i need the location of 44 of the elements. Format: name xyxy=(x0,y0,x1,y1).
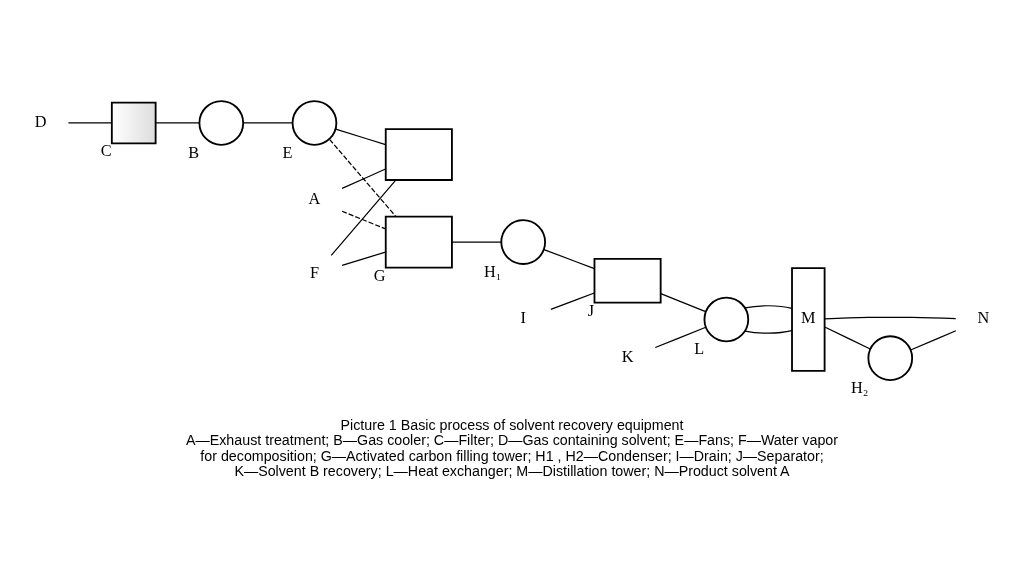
connector xyxy=(335,128,387,145)
node-circle xyxy=(198,99,245,146)
node-box xyxy=(384,215,453,268)
connector xyxy=(543,248,595,269)
node-text: N xyxy=(977,307,990,327)
connector xyxy=(330,179,397,256)
node-text: D xyxy=(34,111,47,131)
connector xyxy=(329,138,397,217)
connector xyxy=(744,304,793,309)
connector xyxy=(744,329,793,334)
node-label: C xyxy=(100,140,112,160)
connector xyxy=(550,291,595,310)
connector xyxy=(341,210,387,229)
node-label: L xyxy=(694,338,705,358)
node-circle xyxy=(291,99,338,146)
node-circle xyxy=(703,296,750,342)
node-label: H₁ xyxy=(483,261,502,281)
connector xyxy=(341,167,387,189)
connector xyxy=(242,121,294,124)
connector xyxy=(910,329,957,351)
node-box xyxy=(110,101,157,144)
connector xyxy=(341,250,387,266)
connector xyxy=(824,325,871,350)
node-text: K xyxy=(621,346,634,366)
connector xyxy=(824,316,957,319)
node-text: A xyxy=(308,188,321,208)
node-circle xyxy=(867,334,914,381)
diagram-title: Picture 1 Basic process of solvent recovery equipment xyxy=(340,416,684,433)
node-box: M xyxy=(791,266,826,372)
node-circle xyxy=(500,218,546,265)
node-label: G xyxy=(373,265,386,285)
connector xyxy=(660,292,707,312)
connector xyxy=(451,241,502,243)
connector xyxy=(155,121,200,124)
connector xyxy=(67,121,113,124)
node-label: B xyxy=(188,142,200,162)
node-text: I xyxy=(520,307,526,327)
node-label: J xyxy=(587,300,595,320)
node-box xyxy=(593,257,662,304)
node-label: E xyxy=(282,142,293,162)
node-box xyxy=(384,127,453,181)
node-label: H₂ xyxy=(851,377,869,397)
connector xyxy=(654,326,707,348)
node-text: F xyxy=(309,262,319,282)
